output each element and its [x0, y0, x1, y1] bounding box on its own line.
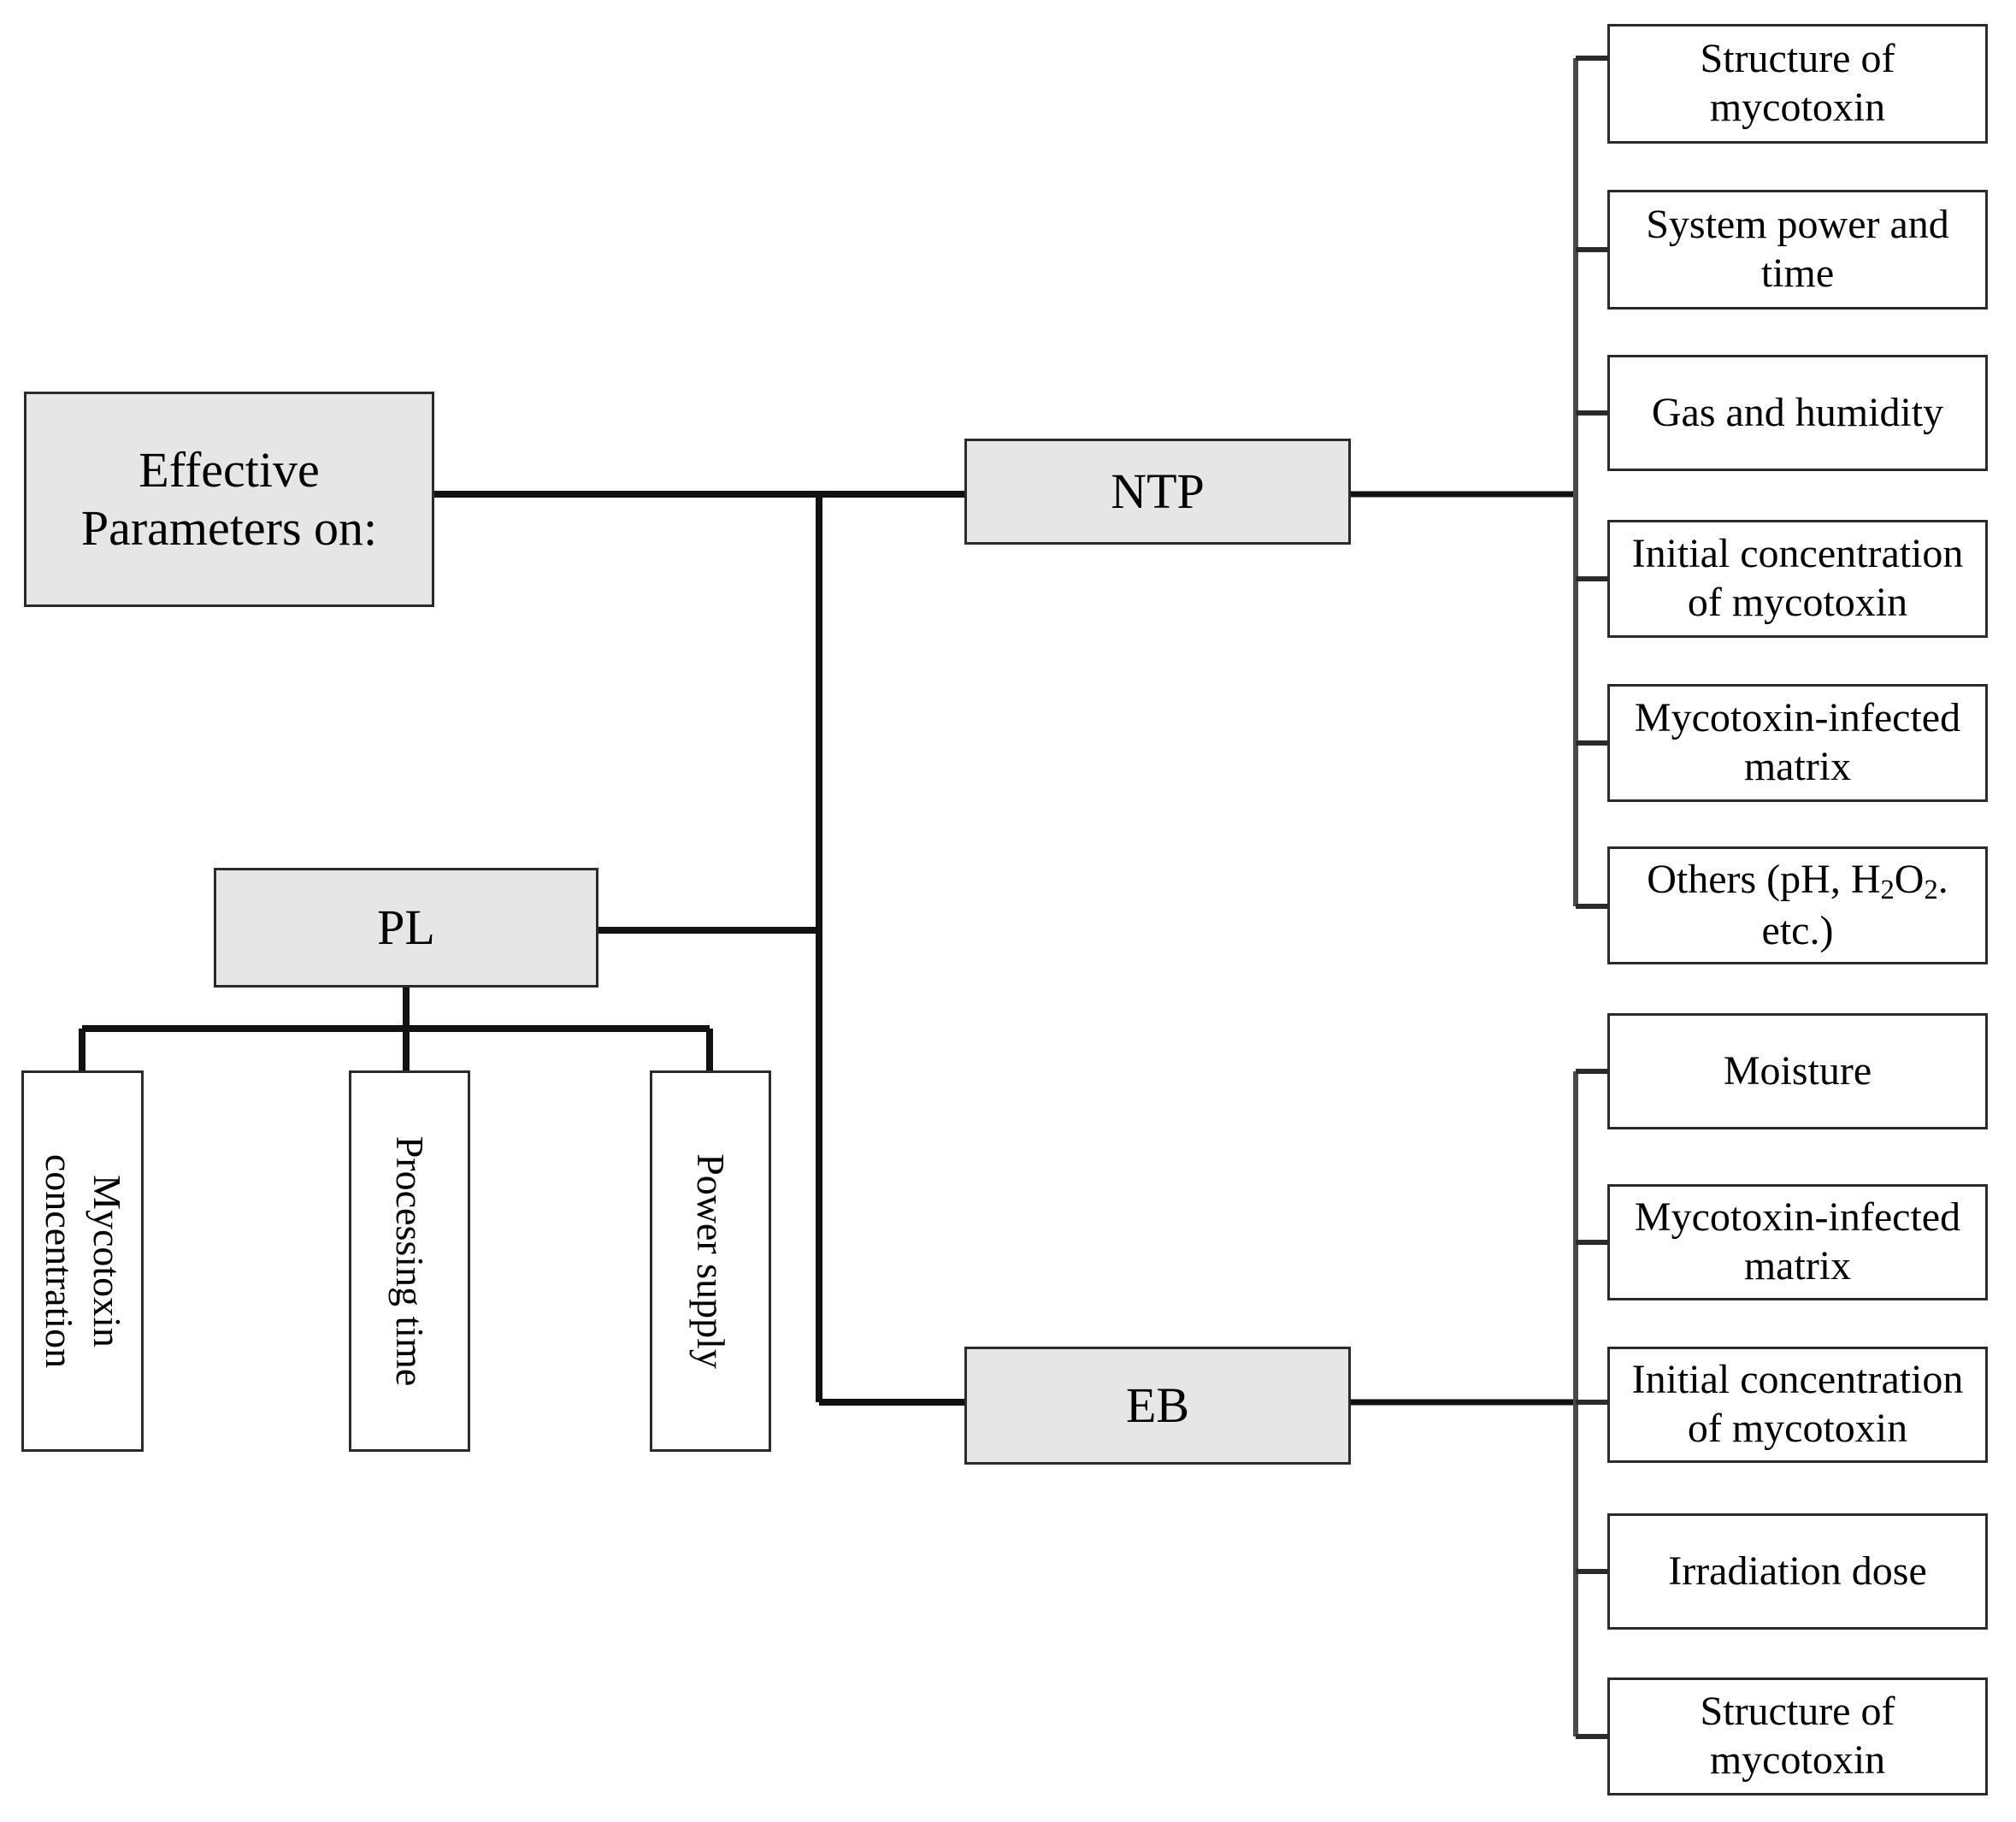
factor-node-eb-initial-concentration-of-mycotoxin[interactable]: Initial concentration of mycotoxin: [1607, 1347, 1988, 1463]
factor-node-ntp-others-ph-h2o2-etc[interactable]: Others (pH, H2O2. etc.): [1607, 846, 1988, 964]
factor-node-pl-processing-time[interactable]: Processing time: [349, 1070, 470, 1452]
factor-node-ntp-structure-of-mycotoxin[interactable]: Structure of mycotoxin: [1607, 24, 1988, 144]
root-node[interactable]: Effective Parameters on:: [24, 392, 434, 607]
factor-node-eb-mycotoxin-infected-matrix[interactable]: Mycotoxin-infected matrix: [1607, 1184, 1988, 1300]
factor-node-ntp-system-power-and-time[interactable]: System power and time: [1607, 190, 1988, 310]
factor-label: System power and time: [1646, 202, 1949, 296]
branch-node-eb[interactable]: EB: [964, 1347, 1351, 1465]
factor-label: Initial concentration of mycotoxin: [1631, 531, 1964, 625]
factor-label: Gas and humidity: [1651, 389, 1944, 435]
factor-label: Others (pH, H2O2. etc.): [1647, 856, 1948, 953]
factor-node-eb-irradiation-dose[interactable]: Irradiation dose: [1607, 1513, 1988, 1630]
factor-label: Mycotoxin concentration: [37, 1153, 129, 1369]
factor-node-pl-mycotoxin-concentration[interactable]: Mycotoxin concentration: [21, 1070, 144, 1452]
factor-label: Mycotoxin-infected matrix: [1634, 1194, 1961, 1288]
branch-node-pl[interactable]: PL: [214, 868, 598, 988]
factor-label: Irradiation dose: [1668, 1548, 1927, 1594]
factor-node-eb-structure-of-mycotoxin[interactable]: Structure of mycotoxin: [1607, 1678, 1988, 1795]
factor-node-ntp-mycotoxin-infected-matrix[interactable]: Mycotoxin-infected matrix: [1607, 684, 1988, 802]
branch-node-pl-label: PL: [377, 899, 435, 955]
factor-node-ntp-initial-concentration-of-mycotoxin[interactable]: Initial concentration of mycotoxin: [1607, 520, 1988, 638]
factor-label: Processing time: [388, 1135, 433, 1387]
factor-label: Moisture: [1723, 1047, 1872, 1094]
factor-node-eb-moisture[interactable]: Moisture: [1607, 1013, 1988, 1129]
branch-node-eb-label: EB: [1125, 1377, 1190, 1433]
branch-node-ntp[interactable]: NTP: [964, 439, 1351, 545]
factor-label: Structure of mycotoxin: [1700, 1689, 1895, 1783]
factor-label: Mycotoxin-infected matrix: [1634, 695, 1961, 789]
branch-node-ntp-label: NTP: [1111, 463, 1205, 519]
factor-node-ntp-gas-and-humidity[interactable]: Gas and humidity: [1607, 355, 1988, 471]
factor-label: Structure of mycotoxin: [1700, 36, 1895, 130]
root-node-label: Effective Parameters on:: [80, 441, 378, 556]
factor-label: Power supply: [689, 1153, 734, 1369]
factor-node-pl-power-supply[interactable]: Power supply: [650, 1070, 771, 1452]
factor-label: Initial concentration of mycotoxin: [1631, 1357, 1964, 1451]
